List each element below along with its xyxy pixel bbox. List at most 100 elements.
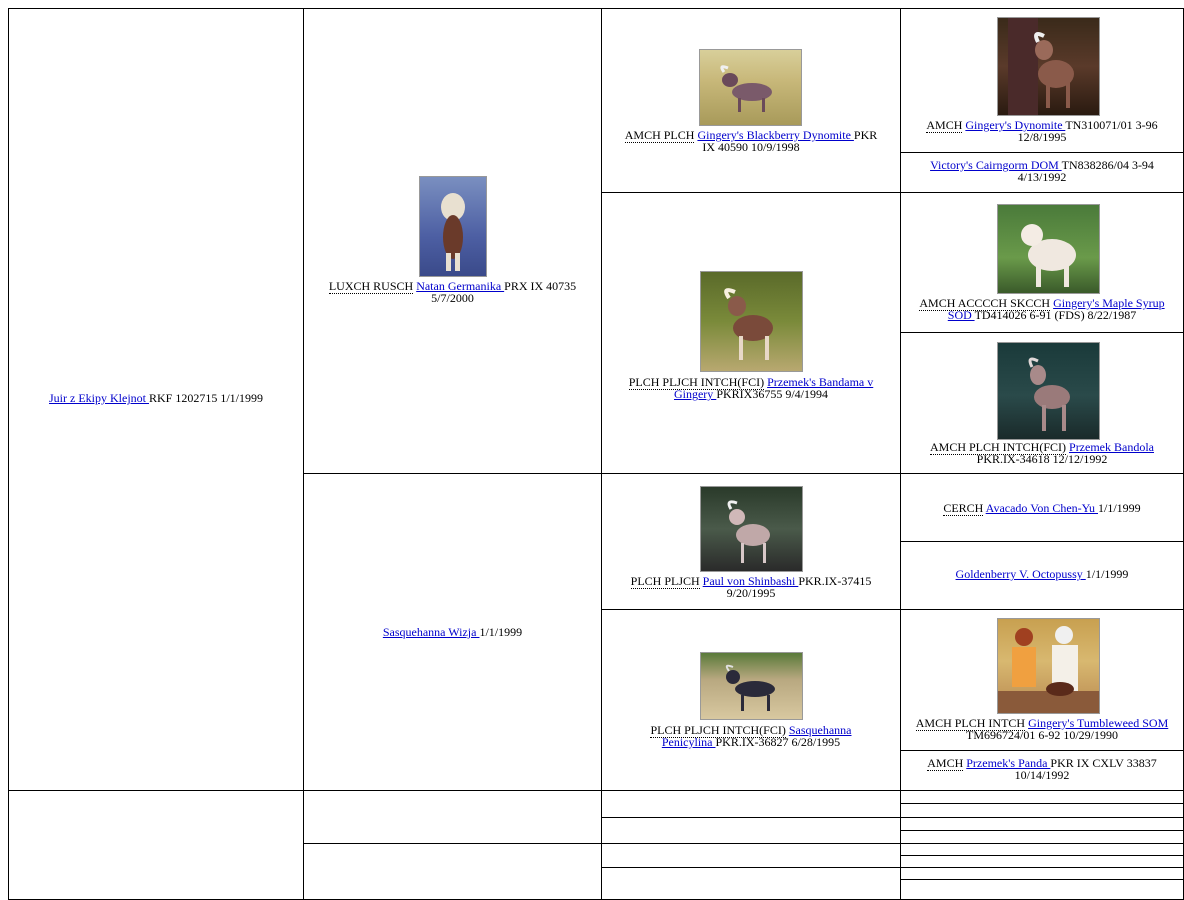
dog-photo — [700, 271, 803, 372]
a1-entry: AMCH Gingery's Dynomite TN310071/01 3-96… — [901, 118, 1183, 144]
title-abbr: PLCH PLJCH INTCH(FCI) — [650, 723, 786, 738]
pedigree-cell-b1: AMCH ACCCCH SKCCH Gingery's Maple Syrup … — [900, 192, 1184, 333]
empty-cell-gen4 — [900, 879, 1184, 900]
pedigree-cell-a1: AMCH Gingery's Dynomite TN310071/01 3-96… — [900, 8, 1184, 153]
dog-link-panda[interactable]: Przemek's Panda — [966, 756, 1051, 770]
dog-photo — [997, 342, 1100, 440]
pedigree-cell-b2: AMCH PLCH INTCH(FCI) Przemek Bandola PKR… — [900, 332, 1184, 474]
pedigree-cell-b: PLCH PLJCH INTCH(FCI) Przemek's Bandama … — [601, 192, 901, 474]
dog-silhouette-icon — [1028, 357, 1070, 431]
d1-entry: AMCH PLCH INTCH Gingery's Tumbleweed SOM… — [901, 716, 1183, 742]
dog-photo — [699, 49, 802, 126]
pedigree-cell-a2: Victory's Cairngorm DOM TN838286/04 3-94… — [900, 152, 1184, 193]
dog-info-date: 10/14/1992 — [1014, 768, 1070, 782]
a-entry: AMCH PLCH Gingery's Blackberry Dynomite … — [602, 128, 900, 153]
dog-info: PKR.IX-36827 6/28/1995 — [715, 735, 841, 749]
d2-entry: AMCH Przemek's Panda PKR IX CXLV 33837 1… — [901, 756, 1183, 782]
dog-info: TN310071/01 3-96 — [1065, 118, 1158, 132]
dog-info-date: 9/20/1995 — [726, 586, 776, 600]
dog-photo — [700, 652, 803, 720]
title-abbr: AMCH PLCH INTCH(FCI) — [930, 440, 1067, 455]
dog-silhouette-icon — [441, 193, 465, 271]
empty-cell-gen3 — [601, 790, 901, 818]
dog-photo — [700, 486, 803, 572]
dog-silhouette-icon — [998, 626, 1099, 713]
title-abbr: AMCH PLCH — [624, 128, 695, 143]
b1-entry: AMCH ACCCCH SKCCH Gingery's Maple Syrup … — [901, 296, 1183, 322]
dog-silhouette-icon — [1008, 18, 1074, 115]
pedigree-cell-c2: Goldenberry V. Octopussy 1/1/1999 — [900, 541, 1184, 610]
dog-info: 1/1/1999 — [1098, 501, 1141, 515]
d-entry: PLCH PLJCH INTCH(FCI) Sasquehanna Penicy… — [602, 723, 900, 749]
title-abbr: PLCH PLJCH — [630, 574, 700, 589]
dog-link-paul[interactable]: Paul von Shinbashi — [702, 574, 799, 588]
pedigree-cell-sire: LUXCH RUSCH Natan Germanika PRX IX 40735… — [303, 8, 602, 474]
dog-link-avacado[interactable]: Avacado Von Chen-Yu — [985, 501, 1098, 515]
empty-cell-gen3 — [601, 867, 901, 900]
pedigree-cell-c1: CERCH Avacado Von Chen-Yu 1/1/1999 — [900, 473, 1184, 542]
empty-cell-gen3 — [601, 817, 901, 844]
dog-info: PKR IX CXLV 33837 — [1050, 756, 1157, 770]
title-abbr: LUXCH RUSCH — [328, 279, 414, 294]
dog-link-bandola[interactable]: Przemek Bandola — [1069, 440, 1154, 454]
dog-silhouette-icon — [727, 500, 770, 563]
dog-info-date: 5/7/2000 — [431, 291, 474, 305]
dog-silhouette-icon — [720, 65, 772, 112]
empty-cell-gen1 — [8, 790, 304, 900]
pedigree-cell-c: PLCH PLJCH Paul von Shinbashi PKR.IX-374… — [601, 473, 901, 610]
dog-photo — [997, 17, 1100, 116]
title-abbr: AMCH — [927, 756, 964, 771]
c2-entry: Goldenberry V. Octopussy 1/1/1999 — [901, 568, 1183, 580]
dog-info: TD414026 6-91 (FDS) 8/22/1987 — [974, 308, 1137, 322]
c1-entry: CERCH Avacado Von Chen-Yu 1/1/1999 — [901, 501, 1183, 516]
dog-link-blackberry[interactable]: Gingery's Blackberry Dynomite — [697, 128, 854, 142]
dog-info: PRX IX 40735 — [504, 279, 577, 293]
title-abbr: AMCH — [926, 118, 963, 133]
dog-link-maple-syrup-cont[interactable]: SOD — [947, 308, 975, 322]
dog-info: RKF 1202715 1/1/1999 — [148, 391, 263, 405]
pedigree-cell-d1: AMCH PLCH INTCH Gingery's Tumbleweed SOM… — [900, 609, 1184, 751]
dog-link-bandama-cont[interactable]: Gingery — [673, 387, 717, 401]
b2-entry: AMCH PLCH INTCH(FCI) Przemek Bandola PKR… — [901, 440, 1183, 465]
dog-info: TM696724/01 6-92 10/29/1990 — [966, 728, 1118, 742]
empty-cell-gen4 — [900, 830, 1184, 844]
pedigree-cell-gen1: Juir z Ekipy Klejnot RKF 1202715 1/1/199… — [8, 8, 304, 791]
empty-cell-gen4 — [900, 803, 1184, 818]
dog-info: 1/1/1999 — [1085, 567, 1129, 581]
dog-info: PKR — [853, 128, 878, 142]
dog-silhouette-icon — [724, 288, 773, 360]
dog-link-cairngorm[interactable]: Victory's Cairngorm DOM — [930, 158, 1062, 172]
dog-info-date: 4/13/1992 — [1017, 170, 1067, 184]
empty-cell-gen2 — [303, 790, 602, 844]
gen1-entry: Juir z Ekipy Klejnot RKF 1202715 1/1/199… — [9, 392, 303, 404]
sire-entry: LUXCH RUSCH Natan Germanika PRX IX 40735… — [304, 279, 601, 305]
dog-link-juir[interactable]: Juir z Ekipy Klejnot — [49, 391, 149, 405]
dog-link-wizja[interactable]: Sasquehanna Wizja — [382, 625, 480, 639]
pedigree-cell-dam: Sasquehanna Wizja 1/1/1999 — [303, 473, 602, 791]
dog-link-goldenberry[interactable]: Goldenberry V. Octopussy — [955, 567, 1086, 581]
dog-link-dynomite[interactable]: Gingery's Dynomite — [965, 118, 1066, 132]
dog-link-natan[interactable]: Natan Germanika — [416, 279, 505, 293]
a2-entry: Victory's Cairngorm DOM TN838286/04 3-94… — [901, 159, 1183, 183]
c-entry: PLCH PLJCH Paul von Shinbashi PKR.IX-374… — [602, 574, 900, 600]
dog-link-tumbleweed[interactable]: Gingery's Tumbleweed SOM — [1028, 716, 1169, 730]
dam-entry: Sasquehanna Wizja 1/1/1999 — [304, 626, 601, 638]
title-abbr: PLCH PLJCH INTCH(FCI) — [628, 375, 765, 390]
empty-cell-gen2 — [303, 843, 602, 900]
dog-link-maple-syrup[interactable]: Gingery's Maple Syrup — [1053, 296, 1165, 310]
dog-link-penicylina-cont[interactable]: Penicylina — [661, 735, 716, 749]
dog-info-date: 12/8/1995 — [1017, 130, 1067, 144]
dog-silhouette-icon — [725, 664, 775, 711]
dog-photo — [419, 176, 487, 277]
pedigree-cell-d: PLCH PLJCH INTCH(FCI) Sasquehanna Penicy… — [601, 609, 901, 791]
dog-info: 1/1/1999 — [479, 625, 523, 639]
b-entry: PLCH PLJCH INTCH(FCI) Przemek's Bandama … — [602, 375, 900, 401]
dog-link-penicylina[interactable]: Sasquehanna — [788, 723, 852, 737]
empty-cell-gen3 — [601, 843, 901, 868]
title-abbr: AMCH ACCCCH SKCCH — [919, 296, 1051, 311]
empty-cell-gen4 — [900, 817, 1184, 831]
pedigree-cell-a: AMCH PLCH Gingery's Blackberry Dynomite … — [601, 8, 901, 193]
dog-link-bandama[interactable]: Przemek's Bandama v — [767, 375, 874, 389]
dog-photo — [997, 618, 1100, 714]
title-abbr: CERCH — [943, 501, 984, 516]
